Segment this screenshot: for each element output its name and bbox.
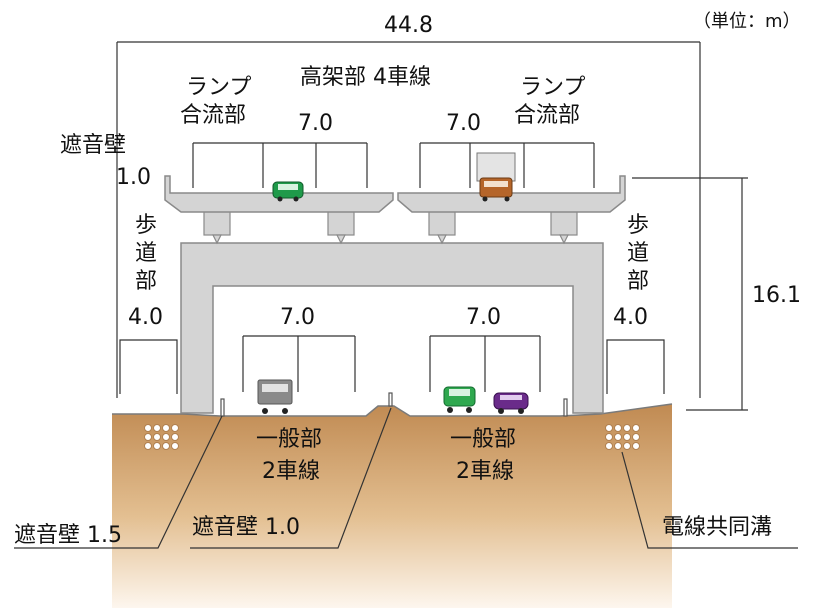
callout-wall-center: 遮音壁 1.0 <box>192 515 300 540</box>
ground-left-label-line2: 2車線 <box>262 459 320 484</box>
bearings <box>203 210 578 245</box>
left-ramp-line1: ランプ <box>186 75 251 100</box>
sound-wall-top-value: 1.0 <box>116 165 151 190</box>
truck-elevated-icon <box>476 152 516 202</box>
utility-conduit-left <box>144 424 179 450</box>
elevated-title: 高架部 4車線 <box>300 65 431 90</box>
ground-right-label-line1: 一般部 <box>450 427 516 452</box>
sidewalk-left-char3: 部 <box>135 269 157 294</box>
sound-walls <box>220 392 568 417</box>
leader-lines <box>14 407 798 549</box>
callout-utility: 電線共同溝 <box>662 515 772 540</box>
left-ramp-line2: 合流部 <box>180 103 246 128</box>
sidewalk-left-value: 4.0 <box>128 305 163 330</box>
elevated-right-width: 7.0 <box>446 111 481 136</box>
ground-left-label-line1: 一般部 <box>256 427 322 452</box>
utility-conduit-right <box>605 424 640 450</box>
elevated-left-width: 7.0 <box>298 111 333 136</box>
callout-wall-left: 遮音壁 1.5 <box>14 523 122 548</box>
sidewalk-left-char2: 道 <box>135 241 157 266</box>
sidewalk-markers <box>119 339 665 394</box>
elevated-lane-markers <box>192 142 595 188</box>
car-green-elevated-icon <box>272 181 304 202</box>
right-ramp-line2: 合流部 <box>514 103 580 128</box>
truck-ground-icon <box>257 379 293 414</box>
ground-right-label-line2: 2車線 <box>456 459 514 484</box>
sidewalk-left-char1: 歩 <box>135 213 157 238</box>
car-green-ground-icon <box>443 386 476 413</box>
ground-surface-line <box>112 403 673 417</box>
right-ramp-line1: ランプ <box>520 75 585 100</box>
ground-right-width: 7.0 <box>466 305 501 330</box>
total-height-value: 16.1 <box>752 283 801 308</box>
total-width-value: 44.8 <box>384 13 433 38</box>
ground-soil <box>112 404 672 608</box>
ground-left-width: 7.0 <box>280 305 315 330</box>
sidewalk-right-char1: 歩 <box>627 213 649 238</box>
sidewalk-right-value: 4.0 <box>613 305 648 330</box>
car-purple-ground-icon <box>493 392 529 414</box>
sound-wall-top-name: 遮音壁 <box>60 133 126 158</box>
portal-frame-pier <box>180 242 604 414</box>
ground-lane-markers <box>242 335 541 392</box>
unit-label: （単位：m） <box>693 11 801 32</box>
sidewalk-right-char3: 部 <box>627 269 649 294</box>
sidewalk-right-char2: 道 <box>627 241 649 266</box>
